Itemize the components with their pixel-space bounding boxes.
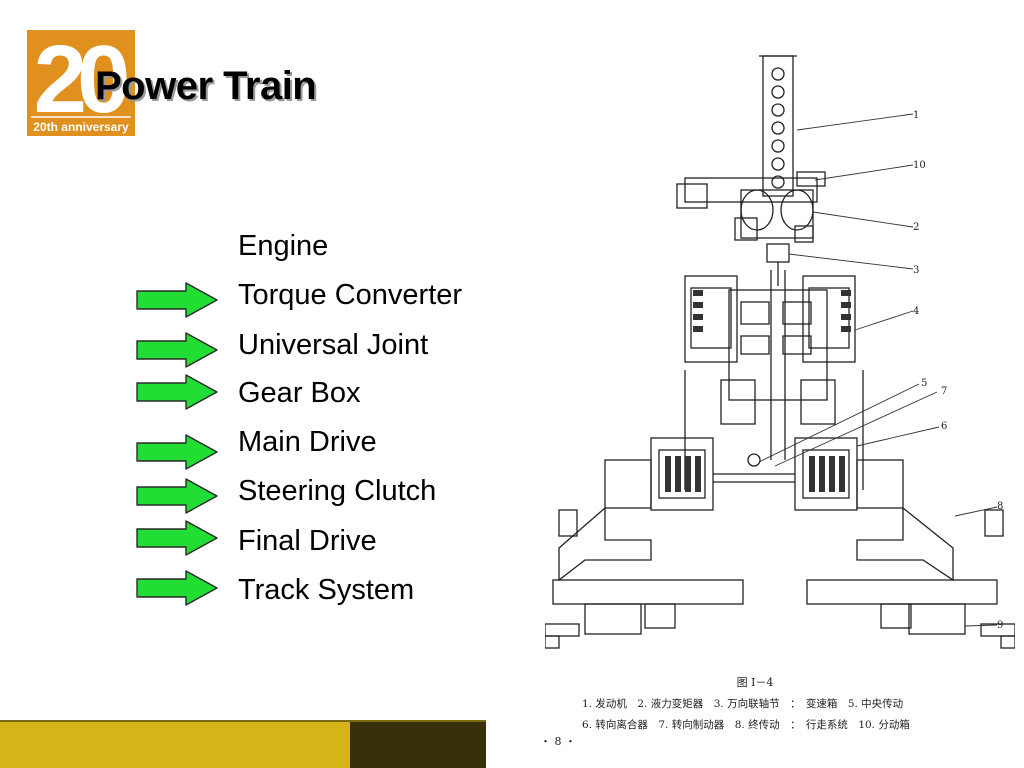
right-arrow-icon xyxy=(136,570,218,606)
right-arrow-icon xyxy=(136,478,218,514)
list-item: Track System xyxy=(238,574,415,606)
power-train-diagram: 1 10 2 3 4 5 7 6 8 9 xyxy=(545,55,1015,649)
list-item: Gear Box xyxy=(238,377,361,409)
right-arrow-icon xyxy=(136,434,218,470)
right-arrow-icon xyxy=(136,332,218,368)
anniversary-logo: 20 20th anniversary xyxy=(27,30,135,136)
list-item: Engine xyxy=(238,230,329,262)
logo-tagline: 20th anniversary xyxy=(33,120,129,134)
callout-6: 6 xyxy=(941,421,947,432)
footer-bar-gold xyxy=(0,722,350,768)
right-arrow-icon xyxy=(136,520,218,556)
callout-2: 2 xyxy=(913,222,919,233)
callout-1: 1 xyxy=(913,110,919,121)
callout-3: 3 xyxy=(913,265,919,276)
list-item: Main Drive xyxy=(238,426,377,458)
slide-title: Power Train xyxy=(95,64,317,108)
callout-9: 9 xyxy=(997,620,1003,631)
list-item: Universal Joint xyxy=(238,329,429,361)
callout-5: 5 xyxy=(921,378,927,389)
caption-line-1: 1. 发动机 2. 液力变矩器 3. 万向联轴节 ： 变速箱 5. 中央传动 xyxy=(582,698,904,710)
diagram-caption: 图 I－4 1. 发动机 2. 液力变矩器 3. 万向联轴节 ： 变速箱 5. … xyxy=(540,674,1010,732)
footer-rule xyxy=(0,720,486,722)
page-number: ・ 8 ・ xyxy=(540,735,576,748)
footer-bar-dark xyxy=(350,722,486,768)
caption-title: 图 I－4 xyxy=(736,676,774,689)
list-item: Steering Clutch xyxy=(238,475,437,507)
right-arrow-icon xyxy=(136,374,218,410)
list-item: Final Drive xyxy=(238,525,377,557)
caption-line-2: 6. 转向离合器 7. 转向制动器 8. 终传动 ： 行走系统 10. 分动箱 xyxy=(582,719,910,731)
list-item: Torque Converter xyxy=(238,279,463,311)
callout-7: 7 xyxy=(941,386,947,397)
logo-number: 20 xyxy=(34,30,127,133)
callout-4: 4 xyxy=(913,306,919,317)
callout-8: 8 xyxy=(997,501,1003,512)
callout-10: 10 xyxy=(913,160,926,171)
right-arrow-icon xyxy=(136,282,218,318)
